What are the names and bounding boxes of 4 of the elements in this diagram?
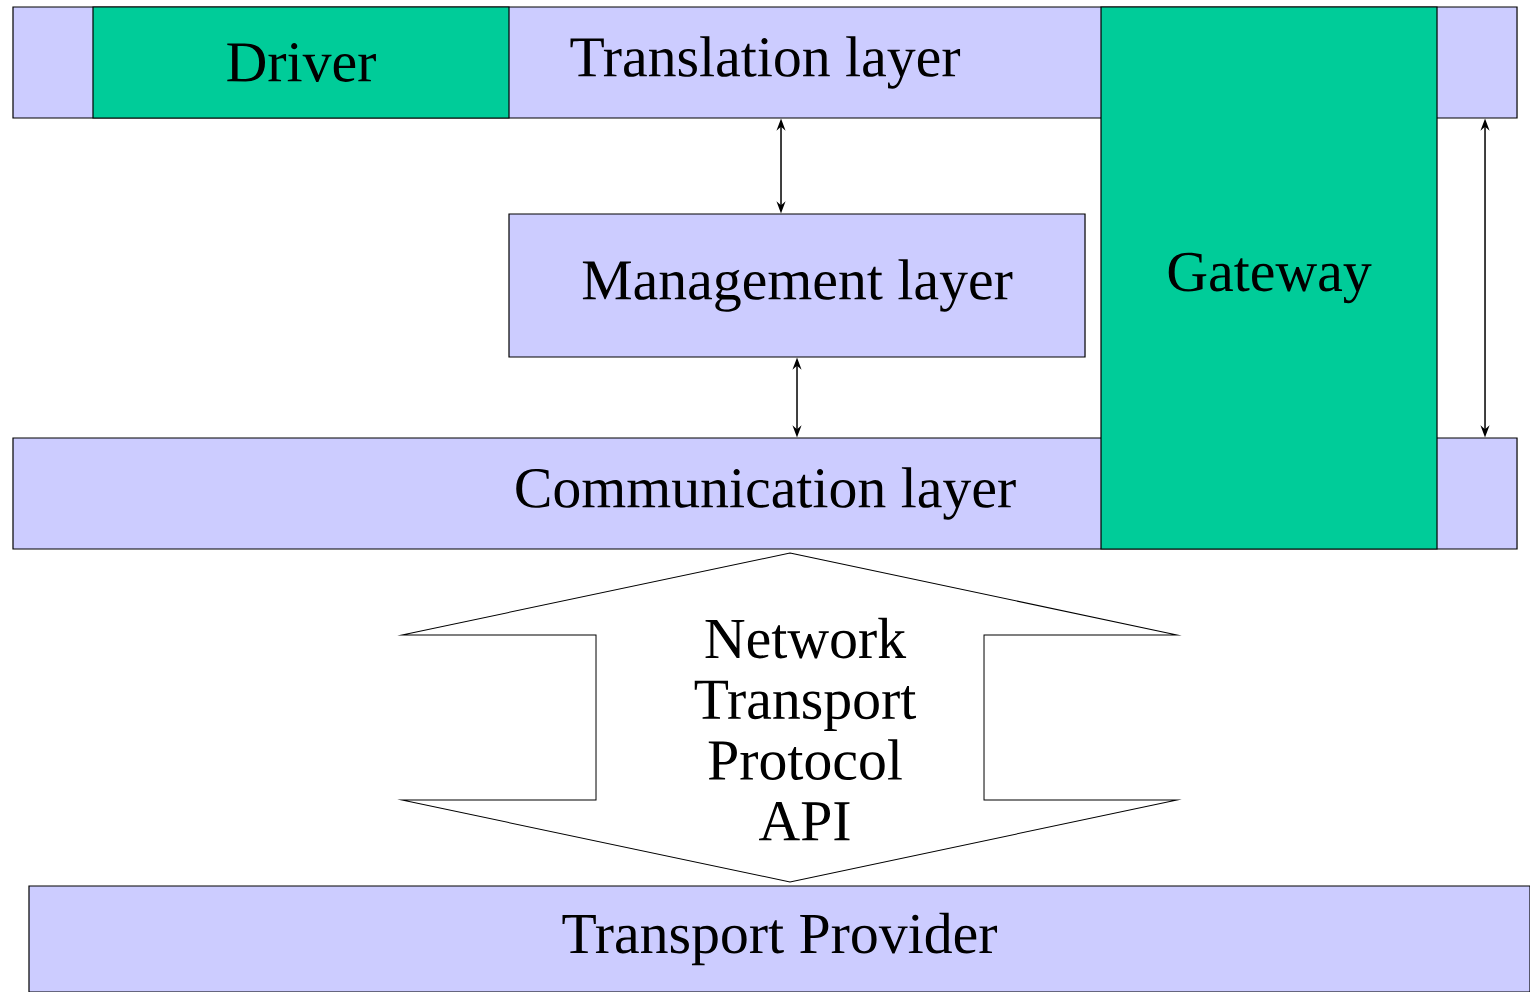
layer-band: Transport Provider [28,885,1530,992]
driver-box: Driver [92,6,510,119]
layer-box: Management layer [508,213,1086,358]
gateway-box: Gateway [1100,6,1438,550]
